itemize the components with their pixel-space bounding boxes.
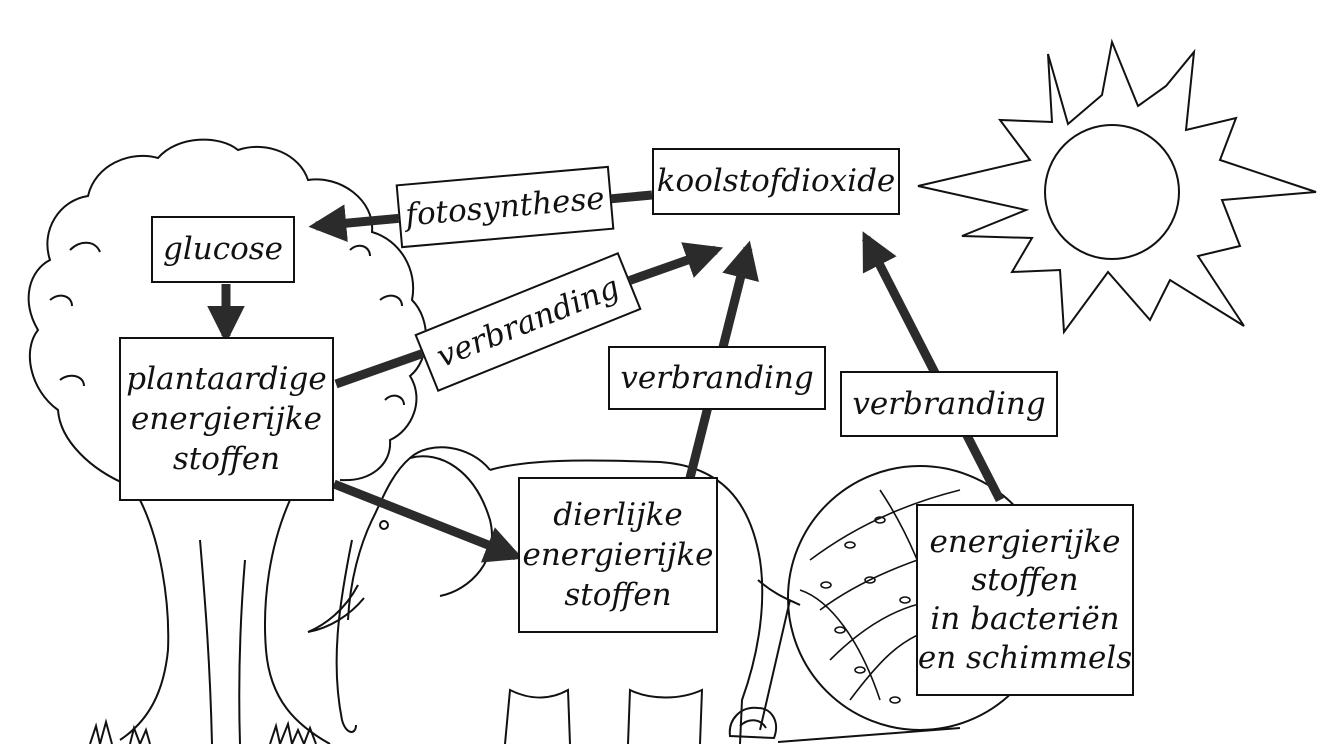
tree-trunk	[120, 500, 330, 744]
koolstofdioxide-box: koolstofdioxide	[652, 148, 900, 215]
elephant-tail	[758, 580, 800, 605]
bacterien-box: energierijke stoffen in bacteriën en sch…	[916, 504, 1134, 696]
plantaardig-box: plantaardige energierijke stoffen	[119, 337, 334, 501]
dierlijk-line-2: energierijke	[522, 535, 713, 575]
bacterien-line-1: energierijke	[929, 523, 1120, 562]
dierlijk-box: dierlijke energierijke stoffen	[518, 477, 718, 633]
plantaardig-line-2: energierijke	[131, 399, 322, 439]
glucose-box: glucose	[151, 216, 295, 283]
verbranding-dier-box: verbranding	[608, 346, 826, 410]
sun-disc	[1045, 125, 1179, 259]
grass	[90, 722, 316, 744]
bacteria	[821, 517, 910, 703]
verbranding-dier-label: verbranding	[620, 358, 813, 398]
magnifier-line-bottom	[778, 728, 960, 742]
plantaardig-line-3: stoffen	[173, 439, 280, 479]
elephant-tusk	[308, 585, 364, 632]
dierlijk-line-1: dierlijke	[553, 495, 683, 535]
plantaardig-line-1: plantaardige	[126, 359, 326, 399]
dierlijk-line-3: stoffen	[564, 575, 671, 615]
elephant-eye	[380, 521, 388, 529]
koolstofdioxide-label: koolstofdioxide	[657, 161, 896, 201]
magnifier-line-top	[760, 600, 790, 730]
arrow-verbranding-bacterie	[866, 238, 1000, 500]
dung-pile	[730, 708, 776, 738]
fotosynthese-label: fotosynthese	[404, 178, 606, 236]
verbranding-bacterie-label: verbranding	[852, 384, 1045, 424]
bacterien-line-3: in bacteriën	[930, 600, 1119, 639]
sun-rays	[918, 42, 1316, 332]
bacterien-line-4: en schimmels	[918, 639, 1132, 678]
sun-illustration	[918, 42, 1316, 332]
verbranding-bacterie-box: verbranding	[840, 371, 1058, 437]
bacterien-line-2: stoffen	[971, 561, 1078, 600]
glucose-label: glucose	[163, 229, 283, 269]
